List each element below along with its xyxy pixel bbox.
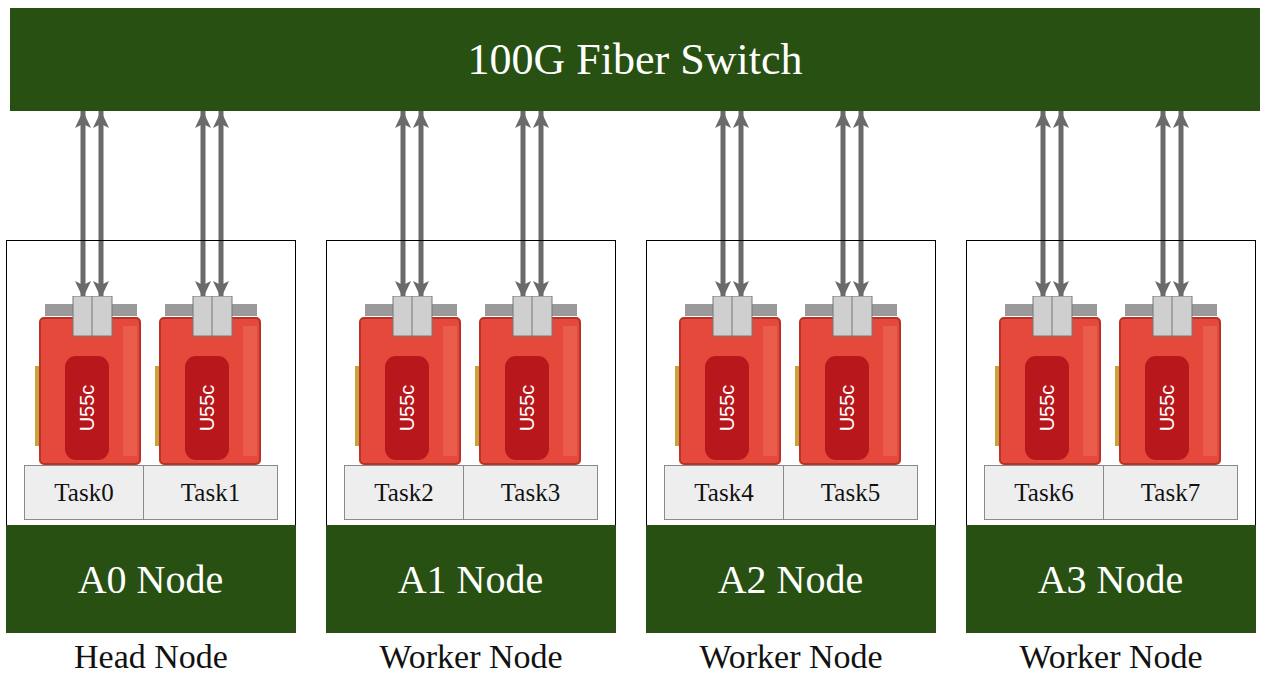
network-switch: 100G Fiber Switch <box>10 8 1260 111</box>
fiber-link <box>419 111 424 298</box>
box-label: Task5 <box>821 479 880 507</box>
card-model: U55c <box>516 385 539 432</box>
fiber-link <box>219 111 224 298</box>
box-label: Task1 <box>181 479 240 507</box>
node-name-bar: A0 Node <box>6 525 296 633</box>
task-box: Task6 <box>984 465 1104 520</box>
fiber-link <box>1161 111 1166 298</box>
fiber-link <box>99 111 104 298</box>
node-role: Worker Node <box>307 637 635 677</box>
node-name-bar: A3 Node <box>966 525 1256 633</box>
fiber-link <box>841 111 846 298</box>
fpga-card-art <box>35 296 145 466</box>
fiber-link <box>859 111 864 298</box>
fiber-link <box>739 111 744 298</box>
fiber-link <box>721 111 726 298</box>
fiber-link <box>521 111 526 298</box>
server-node: Head NodeU55cU55cTask0Task1A0 Node <box>6 240 296 632</box>
task-box: Task2 <box>344 465 464 520</box>
fpga-card: U55c <box>675 296 785 466</box>
node-role: Worker Node <box>627 637 955 677</box>
server-node: Worker NodeU55cU55cTask4Task5A2 Node <box>646 240 936 632</box>
fpga-card-art <box>995 296 1105 466</box>
fpga-card: U55c <box>795 296 905 466</box>
node-name-bar: A1 Node <box>326 525 616 633</box>
box-label: Task7 <box>1141 479 1200 507</box>
fpga-card: U55c <box>1115 296 1225 466</box>
box-label: A2 Node <box>718 556 864 603</box>
fpga-card: U55c <box>475 296 585 466</box>
box-label: Task4 <box>694 479 753 507</box>
box-label: A1 Node <box>398 556 544 603</box>
card-model: U55c <box>1036 385 1059 432</box>
fpga-card: U55c <box>155 296 265 466</box>
fpga-card-art <box>675 296 785 466</box>
task-box: Task4 <box>664 465 784 520</box>
card-model: U55c <box>396 385 419 432</box>
fpga-card-art <box>795 296 905 466</box>
fpga-card: U55c <box>35 296 145 466</box>
task-box: Task5 <box>783 465 918 520</box>
fiber-link <box>201 111 206 298</box>
card-model: U55c <box>716 385 739 432</box>
fpga-card: U55c <box>995 296 1105 466</box>
fiber-link <box>1041 111 1046 298</box>
card-model: U55c <box>76 385 99 432</box>
server-node: Worker NodeU55cU55cTask2Task3A1 Node <box>326 240 616 632</box>
box-label: A3 Node <box>1038 556 1184 603</box>
node-role: Worker Node <box>947 637 1270 677</box>
task-box: Task7 <box>1103 465 1238 520</box>
box-label: 100G Fiber Switch <box>468 34 803 85</box>
fiber-link <box>81 111 86 298</box>
box-label: Task2 <box>374 479 433 507</box>
box-label: Task3 <box>501 479 560 507</box>
node-role: Head Node <box>0 637 315 677</box>
fpga-card-art <box>1115 296 1225 466</box>
fpga-card-art <box>155 296 265 466</box>
fiber-link <box>1059 111 1064 298</box>
fiber-link <box>539 111 544 298</box>
node-name-bar: A2 Node <box>646 525 936 633</box>
task-box: Task0 <box>24 465 144 520</box>
fiber-link <box>1179 111 1184 298</box>
fpga-card-art <box>475 296 585 466</box>
box-label: Task6 <box>1014 479 1073 507</box>
fiber-link <box>401 111 406 298</box>
server-node: Worker NodeU55cU55cTask6Task7A3 Node <box>966 240 1256 632</box>
card-model: U55c <box>836 385 859 432</box>
card-model: U55c <box>1156 385 1179 432</box>
card-model: U55c <box>196 385 219 432</box>
task-box: Task3 <box>463 465 598 520</box>
box-label: A0 Node <box>78 556 224 603</box>
box-label: Task0 <box>54 479 113 507</box>
fpga-card-art <box>355 296 465 466</box>
fpga-card: U55c <box>355 296 465 466</box>
task-box: Task1 <box>143 465 278 520</box>
